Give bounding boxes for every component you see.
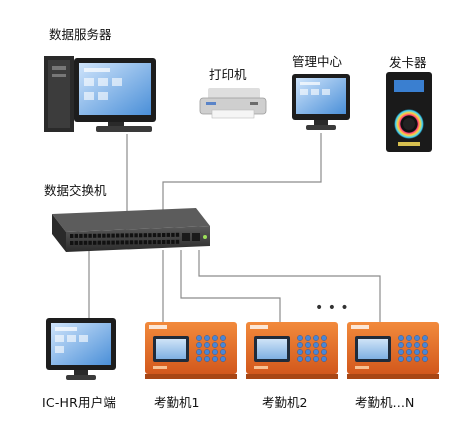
- switch-port: [106, 233, 111, 238]
- switch-port: [175, 239, 180, 244]
- label-card-issuer: 发卡器: [389, 55, 427, 70]
- client-monitor-icon: [46, 318, 116, 380]
- switch-port: [157, 240, 161, 245]
- switch-port: [162, 240, 166, 244]
- label-printer: 打印机: [209, 67, 247, 82]
- server-computer-icon: [44, 56, 156, 132]
- switch-port: [171, 232, 175, 237]
- switch-port: [79, 233, 83, 238]
- label-management-center: 管理中心: [292, 54, 343, 69]
- switch-port: [70, 241, 74, 245]
- connection-lines: [88, 133, 381, 322]
- switch-port: [166, 232, 170, 237]
- switch-port: [152, 233, 157, 238]
- switch-port: [134, 240, 138, 245]
- switch-port: [111, 233, 115, 238]
- switch-port: [129, 233, 134, 238]
- switch-port: [88, 233, 92, 238]
- ellipsis-more-terminals: • • •: [315, 300, 349, 316]
- switch-port: [139, 233, 143, 238]
- switch-port: [162, 233, 166, 237]
- label-client: IC-HR用户端: [42, 395, 117, 410]
- switch-port: [175, 232, 180, 237]
- attendance-terminal-icon: [145, 322, 237, 379]
- switch-port: [148, 233, 152, 238]
- switch-port: [129, 240, 134, 245]
- switch-port: [143, 240, 147, 245]
- switch-port: [70, 234, 74, 238]
- network-switch-icon: [52, 208, 210, 252]
- management-monitor-icon: [292, 74, 350, 130]
- switch-port: [171, 239, 175, 244]
- switch-port: [106, 240, 111, 245]
- attendance-terminal-icon: [347, 322, 439, 379]
- switch-port: [111, 240, 115, 245]
- switch-port: [102, 233, 106, 238]
- switch-port: [120, 240, 124, 245]
- switch-port: [79, 240, 83, 245]
- switch-port: [74, 240, 78, 245]
- switch-terminalN-line: [198, 250, 381, 322]
- switch-port: [116, 240, 120, 245]
- switch-port: [97, 233, 101, 238]
- attendance-terminal-icon: [246, 322, 338, 379]
- switch-port: [139, 240, 143, 245]
- switch-port: [93, 233, 97, 238]
- switch-port: [134, 233, 138, 238]
- switch-port: [83, 240, 88, 245]
- label-switch: 数据交换机: [44, 183, 107, 198]
- switch-port: [116, 233, 120, 238]
- printer-icon: [199, 88, 267, 119]
- label-terminal-2: 考勤机2: [262, 395, 308, 410]
- switch-port: [143, 233, 147, 238]
- switch-port: [157, 233, 161, 238]
- switch-port: [74, 233, 78, 238]
- switch-port: [88, 240, 92, 245]
- management-switch-line: [162, 133, 322, 214]
- switch-port: [125, 240, 129, 245]
- label-terminal-n: 考勤机…N: [355, 395, 415, 410]
- switch-port: [152, 240, 157, 245]
- switch-port: [125, 233, 129, 238]
- switch-port: [120, 233, 124, 238]
- switch-port: [83, 233, 88, 238]
- switch-port: [93, 240, 97, 245]
- card-reader-icon: [386, 72, 432, 152]
- switch-port: [166, 239, 170, 244]
- attendance-terminals: [145, 322, 439, 379]
- label-terminal-1: 考勤机1: [154, 395, 200, 410]
- switch-port: [102, 240, 106, 245]
- switch-port: [148, 240, 152, 245]
- switch-terminal2-line: [180, 250, 281, 322]
- switch-port: [97, 240, 101, 245]
- label-data-server: 数据服务器: [49, 27, 112, 42]
